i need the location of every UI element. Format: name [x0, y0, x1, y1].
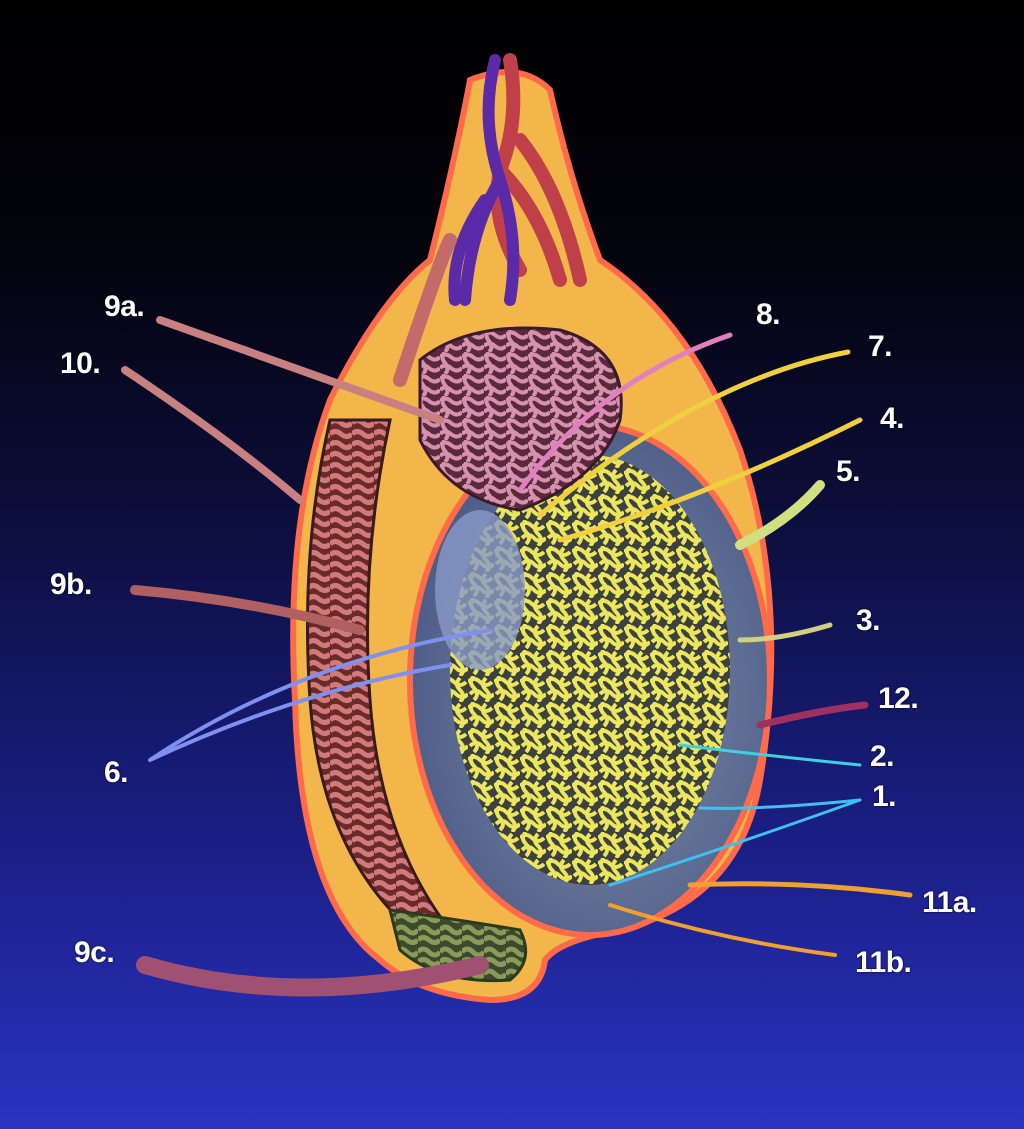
vein — [448, 54, 520, 306]
label-6: 6. — [104, 756, 129, 789]
label-9c: 9c. — [74, 936, 115, 969]
label-1: 1. — [872, 780, 897, 813]
label-2: 2. — [870, 740, 895, 773]
label-5: 5. — [836, 455, 861, 488]
label-4: 4. — [880, 402, 905, 435]
label-8: 8. — [756, 298, 781, 331]
ductus-deferens — [393, 233, 457, 387]
label-12: 12. — [878, 682, 919, 715]
label-3: 3. — [856, 604, 881, 637]
label-9a: 9a. — [104, 290, 145, 323]
label-11b: 11b. — [855, 946, 912, 979]
rete-testis — [435, 510, 525, 670]
label-11a: 11a. — [922, 886, 977, 919]
label-7: 7. — [868, 330, 893, 363]
epididymis-head — [418, 326, 623, 512]
label-10: 10. — [60, 347, 101, 380]
label-9b: 9b. — [50, 568, 92, 601]
